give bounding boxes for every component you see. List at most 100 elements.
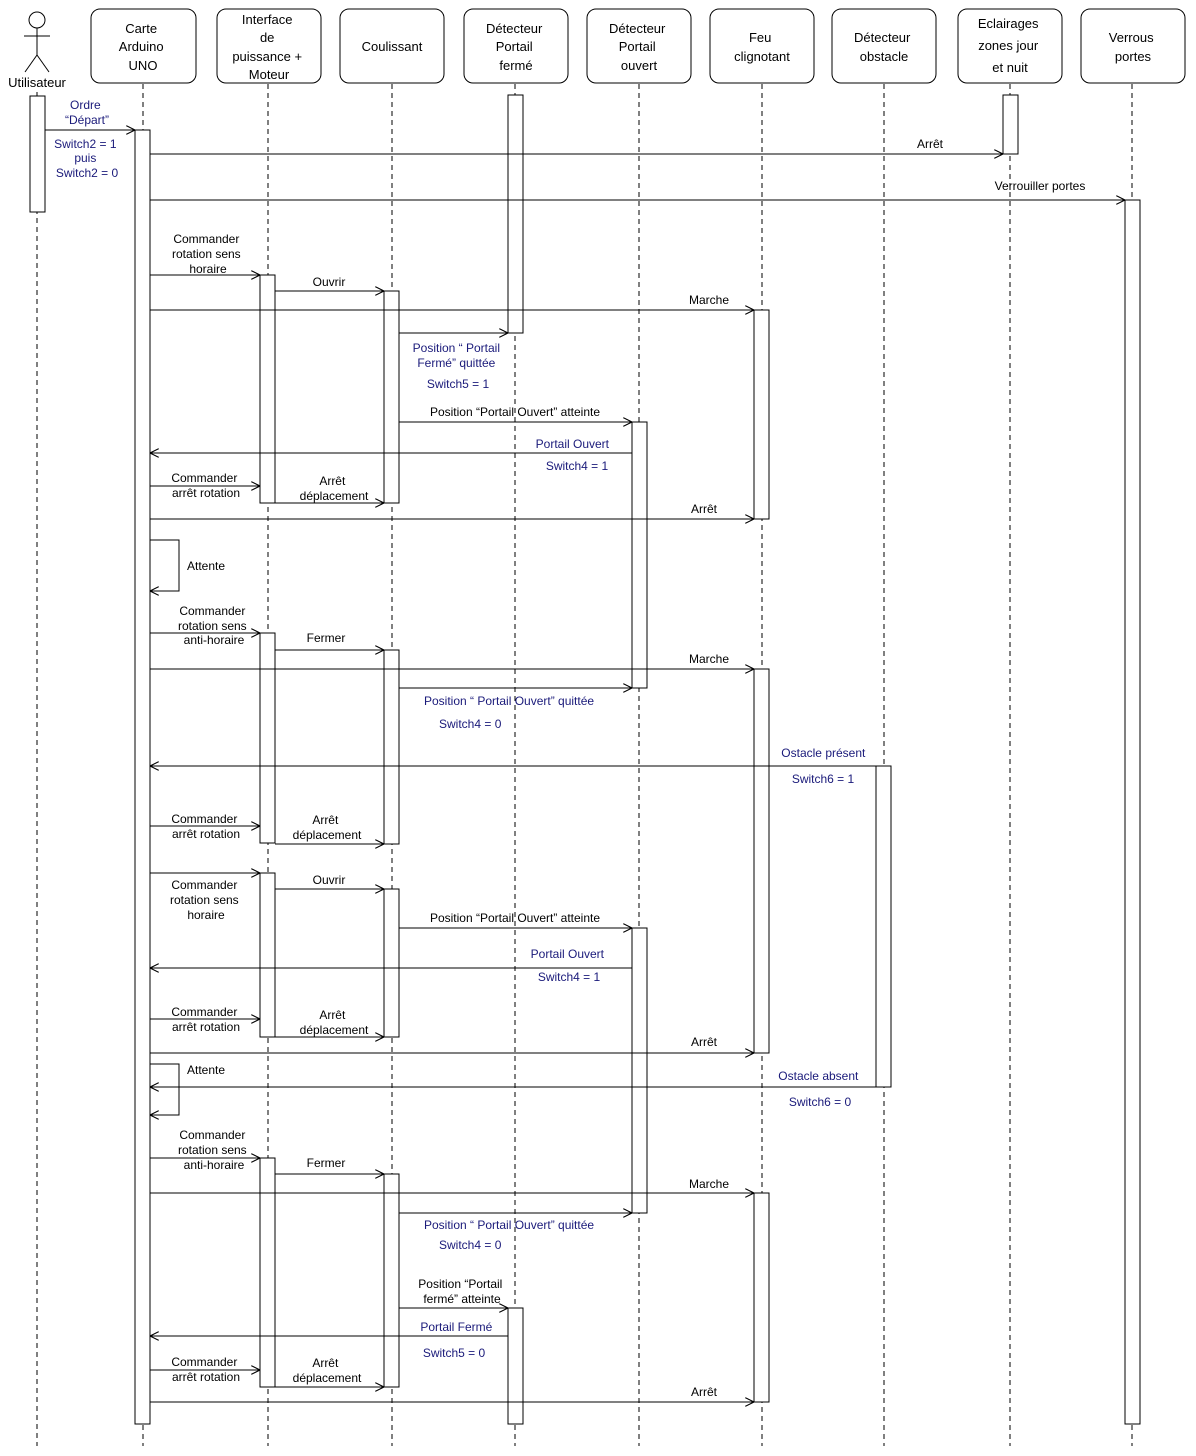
message-label: Arrêt — [319, 1008, 346, 1022]
svg-text:Arrêt déplacement: Arrêt déplacement — [293, 1356, 362, 1385]
participant-label: fermé — [499, 58, 532, 73]
message-label: “Départ” — [65, 113, 109, 127]
message-note: Switch5 = 1 — [427, 377, 490, 391]
message-label: fermé” atteinte — [423, 1292, 501, 1306]
message-note: Switch6 = 1 — [792, 772, 855, 786]
svg-text:Commander rotation sen: Commander rotation sens anti-horaire — [178, 1128, 250, 1172]
participant-label: Détecteur — [854, 30, 911, 45]
message-label: arrêt rotation — [172, 1020, 240, 1034]
participant-detecteur-ouvert: Détecteur Portail ouvert — [586, 8, 692, 84]
activation-bar — [631, 421, 648, 689]
participant-label: Feu — [749, 30, 771, 45]
message-note: Switch4 = 0 — [439, 1238, 502, 1252]
message-arret-eclairages: Arrêt — [150, 137, 1003, 154]
message-commander-rotation-anti-horaire: Commander rotation sens anti-horaire — [150, 1128, 260, 1172]
activation-bar — [631, 927, 648, 1214]
svg-text:Position “ Portail Fer: Position “ Portail Fermé” quittée Switch… — [413, 341, 504, 391]
message-commander-rotation-anti-horaire: Commander rotation sens anti-horaire — [150, 604, 260, 647]
message-note: Switch4 = 1 — [546, 459, 609, 473]
svg-text:Position “Portail ferm: Position “Portail fermé” atteinte — [418, 1277, 505, 1306]
message-label: horaire — [187, 908, 225, 922]
participant-label: Interface — [242, 12, 293, 27]
message-note: Position “ Portail Ouvert” quittée — [424, 1218, 594, 1232]
message-label: anti-horaire — [184, 633, 245, 647]
message-commander-rotation-horaire: Commander rotation sens horaire — [150, 873, 260, 922]
svg-text:Arrêt déplacement: Arrêt déplacement — [300, 474, 369, 503]
participant-coulissant: Coulissant — [339, 8, 445, 84]
message-note: Switch6 = 0 — [789, 1095, 852, 1109]
actor-label: Utilisateur — [8, 75, 66, 90]
participant-label: UNO — [129, 58, 158, 73]
participant-label: Eclairages — [978, 16, 1039, 31]
message-label: rotation sens — [178, 1143, 247, 1157]
message-label: Commander — [171, 1005, 237, 1019]
activation-bar — [29, 95, 46, 213]
message-label: Position “Portail — [418, 1277, 502, 1291]
message-label: arrêt rotation — [172, 486, 240, 500]
message-marche: Marche — [150, 1177, 754, 1193]
message-label: Arrêt — [312, 813, 339, 827]
message-note: Ostacle absent — [778, 1069, 859, 1083]
message-marche: Marche — [150, 293, 754, 310]
svg-text:Coulissant: Coulissant — [362, 39, 423, 54]
message-note: Portail Ouvert — [536, 437, 610, 451]
activation-bar — [259, 1157, 276, 1388]
message-note: Portail Ouvert — [531, 947, 605, 961]
message-label: Ouvrir — [313, 275, 346, 289]
svg-text:Ostacle absent Switch6: Ostacle absent Switch6 = 0 — [778, 1069, 861, 1109]
svg-text:Switch2 = 1 puis: Switch2 = 1 puis Switch2 = 0 — [54, 137, 120, 180]
participant-label: portes — [1115, 49, 1152, 64]
svg-text:Ordre “Départ”: Ordre “Départ” — [65, 98, 109, 127]
participant-label: obstacle — [860, 49, 908, 64]
message-arret-feu: Arrêt — [150, 502, 754, 519]
participant-label: Carte — [125, 21, 157, 36]
message-label: Commander — [171, 1355, 237, 1369]
message-label: Commander — [171, 471, 237, 485]
message-commander-arret-rotation: Commander arrêt rotation — [150, 1005, 260, 1034]
message-commander-arret-rotation: Commander arrêt rotation — [150, 1355, 260, 1384]
message-obstacle-present: Ostacle présent Switch6 = 1 — [150, 746, 876, 786]
activation-bar — [875, 765, 892, 1088]
activation-bar — [753, 309, 770, 520]
svg-text:Position “ Portail Ouvert” qui: Position “ Portail Ouvert” quittée Switc… — [424, 694, 597, 731]
message-arret-deplacement: Arrêt déplacement — [275, 474, 384, 503]
message-note: Switch4 = 0 — [439, 717, 502, 731]
svg-text:Commander rotation sen: Commander rotation sens horaire — [170, 878, 242, 922]
message-label: Arrêt — [691, 1385, 718, 1399]
message-label: Arrêt — [691, 1035, 718, 1049]
svg-text:Commander arrêt rotati: Commander arrêt rotation — [171, 1355, 240, 1384]
message-label: déplacement — [300, 1023, 369, 1037]
message-commander-arret-rotation: Commander arrêt rotation — [150, 812, 260, 841]
activation-bar — [1002, 94, 1019, 155]
message-arret-feu: Arrêt — [150, 1385, 754, 1402]
message-note: Fermé” quittée — [417, 356, 495, 370]
message-label: Arrêt — [319, 474, 346, 488]
participant-label: Portail — [496, 39, 533, 54]
message-portail-ferme-quittee: Position “ Portail Fermé” quittée Switch… — [399, 333, 508, 391]
svg-text:Arrêt déplacement: Arrêt déplacement — [300, 1008, 369, 1037]
message-portail-ouvert: Portail Ouvert Switch4 = 1 — [150, 947, 632, 984]
svg-text:Position “ Portail Ouvert” qui: Position “ Portail Ouvert” quittée Switc… — [424, 1218, 597, 1252]
message-label: Arrêt — [917, 137, 944, 151]
message-attente: Attente — [150, 539, 225, 591]
participant-label: ouvert — [621, 58, 658, 73]
participant-label: zones jour — [978, 38, 1039, 53]
message-label: arrêt rotation — [172, 827, 240, 841]
message-label: Position “Portail Ouvert” atteinte — [430, 911, 600, 925]
message-commander-rotation-horaire: Commander rotation sens horaire — [150, 232, 260, 276]
message-label: Fermer — [307, 631, 346, 645]
svg-text:Détecteur Portail: Détecteur Portail ouvert — [609, 21, 669, 73]
message-portail-ouvert-quittee: Position “ Portail Ouvert” quittée Switc… — [399, 688, 632, 731]
activation-bar — [383, 888, 400, 1038]
message-portail-ferme: Portail Fermé Switch5 = 0 — [150, 1320, 508, 1360]
message-commander-arret-rotation: Commander arrêt rotation — [150, 471, 260, 500]
message-label: rotation sens — [172, 247, 241, 261]
message-arrow — [150, 1063, 180, 1115]
activation-bar — [259, 632, 276, 844]
message-note: Switch2 = 0 — [56, 166, 119, 180]
svg-text:Détecteur Portail: Détecteur Portail fermé — [486, 21, 546, 73]
svg-text:Détecteur obstacle: Détecteur obstacle — [854, 30, 914, 64]
svg-text:Feu clignotant: Feu clignotant — [734, 30, 790, 64]
svg-text:Carte Arduino UNO: Carte Arduino UNO — [119, 21, 167, 73]
participant-label: Coulissant — [362, 39, 423, 54]
